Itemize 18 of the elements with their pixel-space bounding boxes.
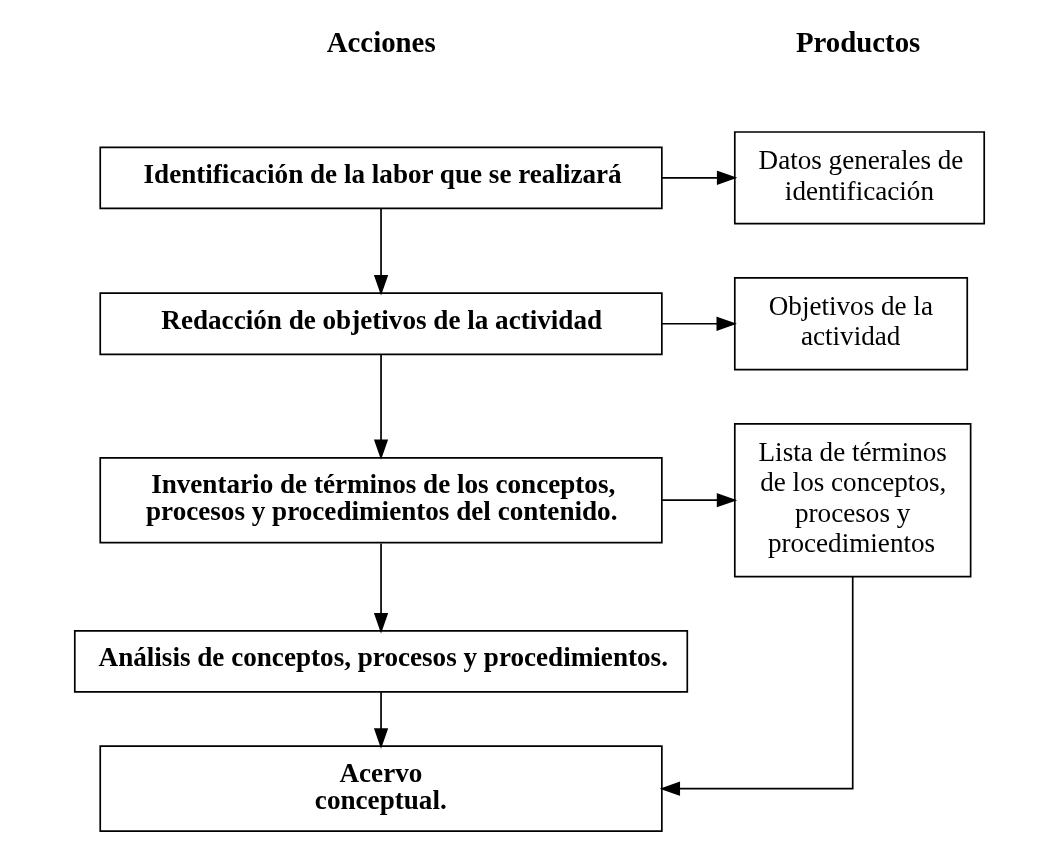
arrow [373, 353, 388, 460]
node-box: Inventario de términos de los conceptos, procesos y procedimientos del contenido. [98, 456, 663, 544]
arrow [659, 575, 854, 796]
node-box: Lista de términos de los conceptos, procesos y procedimientos [733, 423, 971, 578]
node-box: Redacción de objetivos de la actividad [98, 292, 663, 356]
arrow [373, 207, 388, 296]
node-box: Datos generales de identificación [733, 131, 985, 225]
label: Productos [795, 25, 920, 58]
node-box: Análisis de conceptos, procesos y procedimientos. [73, 630, 688, 693]
node-box: Identificación de la labor que se realizará [98, 146, 663, 210]
arrow [373, 542, 388, 634]
label: Acciones [326, 25, 436, 58]
arrow [660, 170, 737, 185]
arrow [373, 691, 388, 749]
node-box: Acervo conceptual. [98, 745, 663, 832]
node-box: Objetivos de la actividad [733, 277, 968, 371]
arrow [660, 493, 737, 508]
arrow [660, 316, 737, 331]
